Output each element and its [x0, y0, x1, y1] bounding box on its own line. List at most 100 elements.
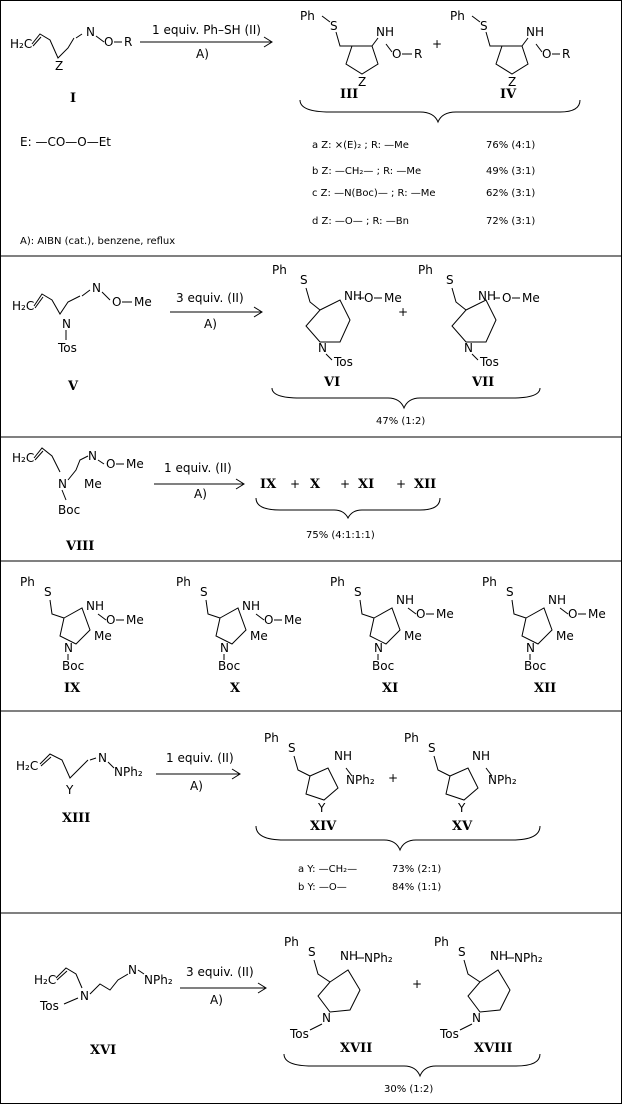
atom-label: Boc — [58, 503, 80, 517]
atom-label: Me — [588, 607, 606, 621]
brace — [255, 497, 441, 520]
yield: 75% (4:1:1:1) — [306, 530, 375, 541]
atom-label: O — [112, 295, 121, 309]
bond — [89, 757, 97, 761]
atom-label: NPh₂ — [364, 951, 393, 965]
structure-XIII: H₂C Y N NPh₂ XIII — [16, 751, 143, 826]
atom-label: NH — [376, 25, 394, 39]
bond — [101, 291, 111, 301]
atom-label: NH — [478, 289, 496, 303]
atom-label: N — [128, 963, 137, 977]
atom-label: H₂C — [16, 759, 38, 773]
atom-label: N — [98, 751, 107, 765]
atom-label: Tos — [439, 1027, 459, 1041]
atom-label: NPh₂ — [346, 773, 375, 787]
compound-label: IX — [64, 681, 81, 696]
bond — [485, 767, 493, 777]
atom-label: N — [464, 341, 473, 355]
bond — [31, 33, 75, 59]
bond — [97, 613, 107, 621]
atom-label: S — [354, 585, 362, 599]
compound-label: IV — [500, 87, 517, 102]
bond — [34, 450, 44, 461]
atom-label: N — [62, 317, 71, 331]
ring — [521, 607, 553, 645]
structure-VII: Ph S N Tos NH O Me VII — [418, 263, 540, 390]
atom-label: N — [64, 641, 73, 655]
ring — [305, 299, 351, 343]
atom-label: N — [92, 281, 101, 295]
atom-label: O — [264, 613, 273, 627]
atom-label: S — [300, 273, 308, 287]
reagent: 1 equiv. (II) — [164, 461, 232, 475]
arrowhead — [231, 768, 241, 780]
bond — [97, 459, 105, 465]
compound-label: VI — [323, 375, 340, 390]
bond — [359, 599, 375, 619]
atom-label: Boc — [372, 659, 394, 673]
brace — [283, 1053, 541, 1078]
plus-sign: + — [432, 37, 442, 51]
bond — [34, 296, 44, 309]
atom-label: N — [220, 641, 229, 655]
brace — [271, 387, 541, 410]
atom-label: NH — [344, 289, 362, 303]
atom-label: Y — [457, 801, 466, 815]
atom-label: S — [288, 741, 296, 755]
atom-label: Y — [317, 801, 326, 815]
bond — [107, 761, 115, 769]
arrowhead — [263, 36, 273, 48]
atom-label: O — [502, 291, 511, 305]
atom-label: Me — [94, 629, 112, 643]
atom-label: S — [458, 945, 466, 959]
conditions: A) — [196, 47, 209, 61]
conditions: A) — [204, 317, 217, 331]
yield-b: 49% (3:1) — [486, 166, 535, 177]
structure-XV: Ph S Y NH NPh₂ XV — [404, 731, 517, 834]
atom-label: S — [200, 585, 208, 599]
atom-label: N — [322, 1011, 331, 1025]
atom-label: S — [308, 945, 316, 959]
atom-label: Ph — [418, 263, 433, 277]
bond — [293, 755, 311, 777]
bond — [407, 607, 417, 615]
structure-I: H₂C Z N O R I — [10, 25, 132, 106]
atom-label: N — [88, 449, 97, 463]
atom-label: H₂C — [34, 973, 56, 987]
compound-label: X — [230, 681, 241, 696]
atom-label: Ph — [284, 935, 299, 949]
scheme-3-structures: Ph S N Boc Me NH O Me IX Ph S N Boc Me N… — [20, 575, 606, 696]
product-XII: XII — [414, 477, 436, 492]
atom-label: Ph — [434, 935, 449, 949]
atom-label: N — [526, 641, 535, 655]
atom-label: R — [562, 47, 570, 61]
reagent: 3 equiv. (II) — [176, 291, 244, 305]
yield-d: 72% (3:1) — [486, 216, 535, 227]
structure-IX: Ph S N Boc Me NH O Me IX — [20, 575, 144, 696]
atom-label: Z — [508, 75, 516, 89]
atom-label: Me — [126, 457, 144, 471]
yield: 30% (1:2) — [384, 1084, 433, 1095]
yield-a: 73% (2:1) — [392, 864, 441, 875]
atom-label: Z — [55, 59, 63, 73]
atom-label: O — [568, 607, 577, 621]
atom-label: Me — [126, 613, 144, 627]
structure-IV: Ph S Z NH O R IV — [450, 9, 570, 102]
atom-label: Boc — [62, 659, 84, 673]
scheme-4: H₂C Y N NPh₂ XIII 1 equiv. (II) A) Ph S … — [16, 731, 541, 893]
scheme-2: H₂C N Tos N O Me V 3 equiv. (II) A) Ph S… — [12, 263, 541, 427]
atom-label: Tos — [333, 355, 353, 369]
bond — [39, 753, 89, 779]
structure-XII: Ph S N Boc Me NH O Me XII — [482, 575, 606, 696]
ring — [317, 969, 361, 1013]
brace — [299, 99, 581, 124]
reagent: 1 equiv. Ph–SH (II) — [152, 23, 261, 37]
bond — [385, 43, 393, 53]
bond — [471, 353, 479, 361]
atom-label: NH — [334, 749, 352, 763]
plus-sign: + — [340, 477, 350, 491]
atom-label: NH — [396, 593, 414, 607]
bond — [433, 755, 451, 777]
bond — [67, 455, 89, 481]
atom-label: Ph — [176, 575, 191, 589]
